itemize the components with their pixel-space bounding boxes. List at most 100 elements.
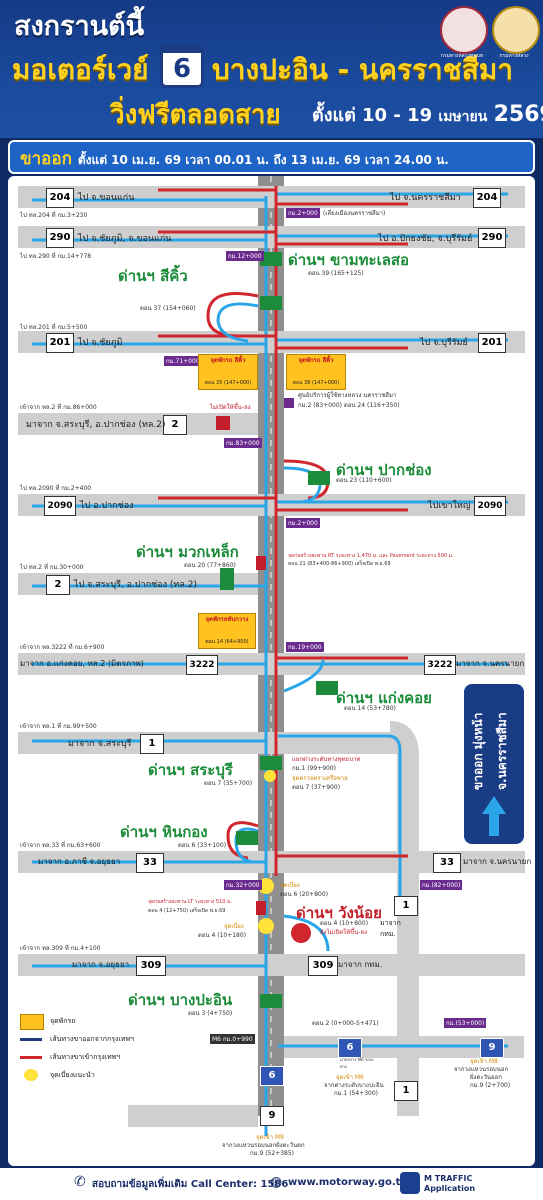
label-290-left: ไป จ.ชัยภูมิ, จ.ขอนแก่น (78, 234, 172, 244)
km-end-label: ตอน 2 (0+000-5+471) (312, 1020, 379, 1027)
shield-6-a: 6 (338, 1038, 362, 1058)
no-access-marker (216, 416, 230, 430)
shield-33-right: 33 (433, 853, 461, 873)
toll-plaza-khamtale-marker (260, 252, 282, 266)
shield-290-right: 290 (478, 228, 506, 248)
plaza-muaklek-km: ตอน 20 (77+860) (184, 562, 236, 569)
plaza-sikhio-km: ตอน 37 (154+060) (140, 305, 196, 312)
plaza-kaengkhoi-km: ตอน 14 (53+780) (344, 705, 396, 712)
m9-entry-label: จุดเข้า M9 (256, 1134, 284, 1141)
header-month: เมษายน (438, 109, 488, 125)
label-204-left: ไป จ.ขอนแก่น (78, 193, 135, 203)
service-center-label: ศูนย์บริการผู้ใช้ทางหลวง นครราชสีมา (298, 392, 397, 399)
shield-290-left: 290 (46, 228, 74, 248)
plaza-bangpain-name: ด่านฯ บางปะอิน (128, 991, 233, 1009)
m6-entry-label-2: จากต่างระดับบางปะอิน (324, 1082, 384, 1089)
app-icon (400, 1172, 420, 1194)
label-3222-right: มาจาก จ.นครนายก (456, 659, 525, 668)
shield-201-right: 201 (478, 333, 506, 353)
plaza-sikhio-name: ด่านฯ สีคิ้ว (118, 267, 188, 285)
interchange-loops (206, 292, 330, 952)
toll-plaza-sikhio-marker (260, 296, 282, 310)
plaza-wangnoi-note: ยังไม่เปิดให้ขึ้น-ลง (320, 929, 368, 936)
m6-entry-label: จุดเข้า M6 (336, 1074, 364, 1081)
shield-33-left: 33 (136, 853, 164, 873)
plaza-saraburi-name: ด่านฯ สระบุรี (148, 761, 233, 779)
note-2b: ไป ทล.2 ที่ กม.30+000 (20, 564, 84, 571)
km-2b: กม.2+000 (286, 518, 320, 528)
no-access-label: ไม่เปิดให้ขึ้น-ลง (210, 404, 251, 411)
loop-pakchong-blue (283, 466, 322, 504)
label-3222-left: มาจาก อ.แก่งคอย, ทล.2 (มิตรภาพ) (20, 659, 144, 668)
loop-sikhio-red (206, 292, 259, 338)
road-2a (18, 413, 258, 435)
loop-sikhio-blue (216, 302, 259, 343)
shield-9-east: 9 (480, 1038, 504, 1058)
plaza-wangnoi-km: ตอน 4 (10+800) (320, 920, 369, 927)
rest-sikhio-right: จุดพักรถ สีคิ้ว ตอน 36 (147+000) (286, 354, 346, 390)
km-71: กม.71+000 (164, 356, 202, 366)
legend-rest-label: จุดพักรถ (50, 1017, 76, 1025)
header: สงกรานต์นี้ มอเตอร์เวย์ 6 บางปะอิน - นคร… (0, 0, 543, 138)
header-date-range: ตั้งแต่ 10 - 19 (312, 105, 433, 126)
legend-in-label: เส้นทางขาเข้ากรุงเทพฯ (50, 1053, 121, 1061)
m9-entry-km: กม.9 (52+385) (250, 1150, 295, 1157)
shield-309-right: 309 (308, 956, 338, 976)
label-33-right: มาจาก จ.นครนายก (463, 857, 532, 866)
toll-plaza-markers (216, 252, 338, 1008)
footer-website: www.motorway.go.th (288, 1177, 408, 1188)
legend-out: เส้นทางขาออกจากกรุงเทพฯ (20, 1030, 140, 1048)
plaza-khamtale-name: ด่านฯ ขามทะเลสอ (288, 251, 410, 269)
legend-detour-icon (24, 1069, 38, 1081)
note-309: เข้าจาก ทล.309 ที่ กม.4+100 (20, 945, 101, 952)
header-title-line3-big: วิ่งฟรีตลอดสาย (110, 100, 281, 130)
footer-app: M TRAFFIC Application (424, 1174, 476, 1193)
construction-rt-label: จุดก่อสร้างสะพาน RT ระยะทาง 1,470 ม. และ… (288, 553, 454, 559)
km-83: กม.83+000 (224, 438, 262, 448)
shield-1-south-2: 1 (394, 1081, 418, 1101)
m6-km-label: M6 กม.0+990 (210, 1034, 255, 1044)
legend-detour: จุดเบี่ยงแนะนำ (20, 1066, 140, 1084)
globe-icon: ◍ (270, 1174, 283, 1190)
shield-3222-left: 3222 (186, 655, 218, 675)
logo-rural-roads (440, 6, 488, 54)
legend-in-arrow-icon (20, 1056, 42, 1059)
detour-1-km: ตอน 6 (20+800) (280, 891, 329, 898)
rest-thapkwang-name: จุดพักรถทับกวาง (205, 616, 249, 623)
banner-label: ขาออก (20, 149, 72, 169)
direction-tag-arrow-stem (489, 814, 499, 836)
shield-1: 1 (140, 734, 164, 754)
km-19: กม.19+000 (286, 642, 324, 652)
footer-callcenter: สอบถามข้อมูลเพิ่มเติม Call Center: 1586 (92, 1179, 289, 1190)
banner-text: ตั้งแต่ 10 เม.ย. 69 เวลา 00.01 น. ถึง 13… (77, 153, 449, 167)
shield-2090-right: 2090 (474, 496, 506, 516)
label-2090-left: ไป อ.ปากช่อง (80, 501, 134, 511)
label-2090-right: ไปเขาใหญ่ (428, 501, 471, 511)
rest-thapkwang: จุดพักรถทับกวาง ตอน 14 (64+900) (198, 613, 256, 649)
legend-rest-icon (20, 1014, 44, 1030)
shield-2a: 2 (163, 415, 187, 435)
m8-entry-km: กม.9 (2+700) (470, 1082, 511, 1089)
label-201-left: ไป จ.ชัยภูมิ (78, 338, 123, 348)
plaza-hinkong-km: ตอน 6 (33+100) (178, 842, 227, 849)
rest-sikhio-left-km: ตอน 35 (147+000) (204, 380, 252, 386)
shield-2090-left: 2090 (44, 496, 76, 516)
note-290: ไป ทล.290 ที่ กม.14+778 (20, 253, 92, 260)
detour-marker-1 (258, 878, 274, 894)
note-3222: เข้าจาก ทล.3222 ที่ กม.6+900 (20, 644, 105, 651)
note-1: เข้าจาก ทล.1 ที่ กม.99+500 (20, 723, 97, 730)
km-12: กม.12+000 (226, 251, 264, 261)
label-2a: มาจาก จ.สระบุรี, อ.ปากช่อง (ทล.2) (26, 420, 166, 430)
plaza-saraburi-km: ตอน 7 (35+700) (204, 780, 253, 787)
shield-1-south: 1 (394, 896, 418, 916)
road-2b (18, 573, 258, 595)
note-33: เข้าจาก ทล.33 ที่ กม.63+600 (20, 842, 101, 849)
shield-3222-right: 3222 (424, 655, 456, 675)
shield-204-left: 204 (46, 188, 74, 208)
rest-sikhio-right-km: ตอน 36 (147+000) (292, 380, 340, 386)
km-2-note: (เลี่ยงเมืองนครราชสีมา) (323, 210, 386, 217)
detour-2-km: ตอน 4 (10+180) (198, 932, 247, 939)
shield-204-right: 204 (473, 188, 501, 208)
plaza-bangpain-km: ตอน 3 (4+750) (188, 1010, 233, 1017)
label-1: มาจาก จ.สระบุรี (68, 739, 132, 749)
